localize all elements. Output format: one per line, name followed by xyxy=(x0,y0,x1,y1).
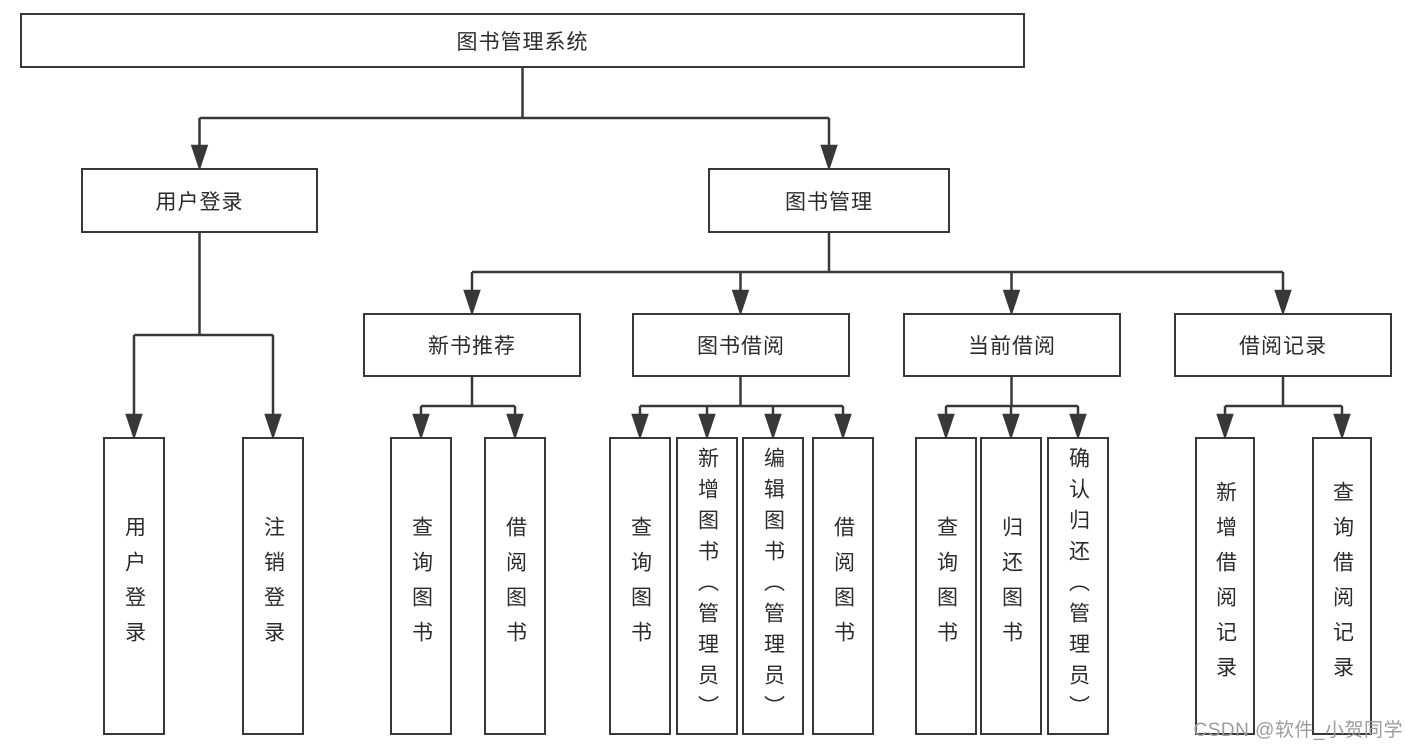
leaf-query-books-current: 查询图书 xyxy=(915,437,977,735)
node-label: 确认归还（管理员） xyxy=(1066,446,1090,726)
node-label: 查询图书 xyxy=(628,516,652,656)
node-label: 归还图书 xyxy=(999,516,1023,656)
node-label: 借阅记录 xyxy=(1239,335,1327,358)
leaf-query-borrow-record: 查询借阅记录 xyxy=(1312,437,1372,735)
connector-new-book-to-leaves xyxy=(412,377,524,440)
leaf-query-books-recommend: 查询图书 xyxy=(390,437,452,735)
node-label: 图书管理 xyxy=(785,190,873,214)
node-label: 借阅图书 xyxy=(503,516,527,656)
connector-book-management-to-level3 xyxy=(463,233,1292,316)
node-user-login: 用户登录 xyxy=(81,168,318,233)
node-current-borrowing: 当前借阅 xyxy=(903,313,1121,377)
node-label: 新增借阅记录 xyxy=(1213,481,1237,691)
connector-root-to-level2 xyxy=(190,68,838,171)
connector-borrow-record-to-leaves xyxy=(1216,377,1351,440)
leaf-logout: 注销登录 xyxy=(242,437,304,735)
node-label: 图书管理系统 xyxy=(456,30,589,54)
node-label: 图书借阅 xyxy=(697,335,785,358)
node-library-management-system: 图书管理系统 xyxy=(20,13,1025,68)
connector-book-borrow-to-leaves xyxy=(631,377,852,440)
leaf-borrow-books-borrowing: 借阅图书 xyxy=(812,437,874,735)
node-label: 用户登录 xyxy=(122,516,146,656)
node-label: 当前借阅 xyxy=(968,335,1056,358)
connector-user-login-to-leaves xyxy=(125,233,282,440)
node-borrowing-records: 借阅记录 xyxy=(1174,313,1392,377)
node-label: 新书推荐 xyxy=(428,335,516,358)
leaf-add-borrow-record: 新增借阅记录 xyxy=(1195,437,1255,735)
leaf-query-books-borrowing: 查询图书 xyxy=(609,437,671,735)
node-new-book-recommendation: 新书推荐 xyxy=(363,313,581,377)
node-label: 注销登录 xyxy=(261,516,285,656)
leaf-user-login: 用户登录 xyxy=(103,437,165,735)
node-label: 新增图书（管理员） xyxy=(695,446,719,726)
connector-current-borrow-to-leaves xyxy=(937,377,1087,440)
node-label: 用户登录 xyxy=(155,190,244,214)
node-label: 编辑图书（管理员） xyxy=(761,446,785,726)
csdn-watermark: CSDN @软件_小贺同学 xyxy=(1193,720,1403,741)
leaf-edit-books-admin: 编辑图书（管理员） xyxy=(742,437,804,735)
leaf-borrow-books-recommend: 借阅图书 xyxy=(484,437,546,735)
node-label: 查询图书 xyxy=(409,516,433,656)
leaf-confirm-return-admin: 确认归还（管理员） xyxy=(1047,437,1109,735)
node-label: 查询借阅记录 xyxy=(1330,481,1354,691)
node-label: 借阅图书 xyxy=(831,516,855,656)
node-book-borrowing: 图书借阅 xyxy=(632,313,850,377)
node-book-management: 图书管理 xyxy=(708,168,950,233)
node-label: 查询图书 xyxy=(934,516,958,656)
leaf-return-books: 归还图书 xyxy=(980,437,1042,735)
leaf-add-books-admin: 新增图书（管理员） xyxy=(676,437,738,735)
